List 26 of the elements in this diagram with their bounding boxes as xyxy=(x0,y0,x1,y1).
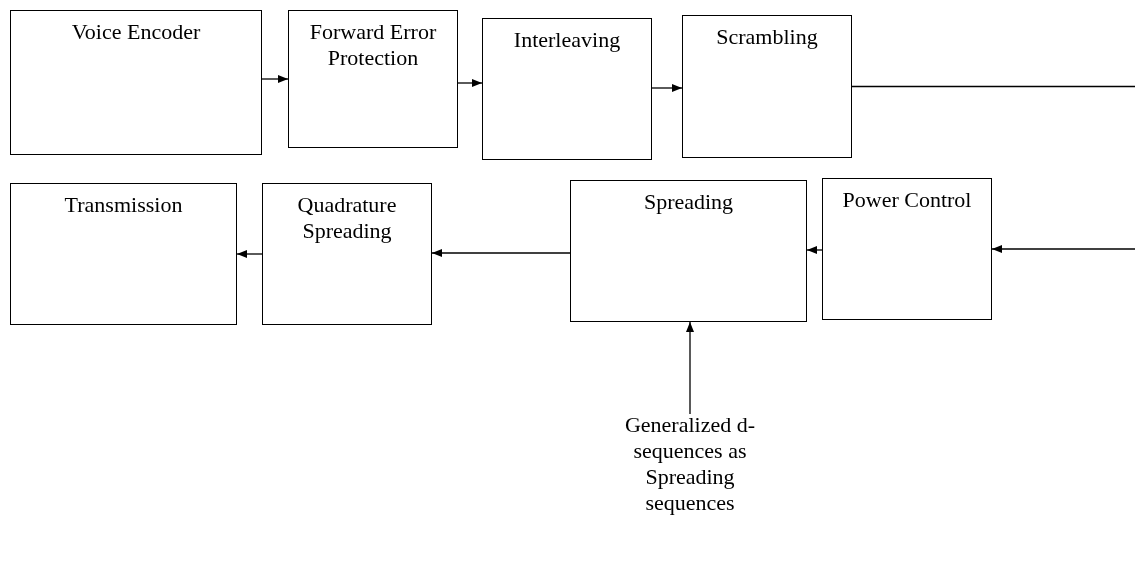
arrow xyxy=(261,75,289,83)
arrow xyxy=(806,246,823,254)
process-box xyxy=(570,180,807,322)
process-box xyxy=(10,183,237,325)
box-label: Interleaving xyxy=(513,27,621,53)
box-label: Quadrature Spreading xyxy=(296,192,398,244)
arrow xyxy=(236,250,263,258)
arrow xyxy=(991,245,1135,253)
box-label: Voice Encoder xyxy=(71,19,201,45)
arrow xyxy=(457,79,483,87)
connector-line xyxy=(851,85,1135,88)
process-box xyxy=(682,15,852,158)
box-label: Spreading xyxy=(643,189,734,215)
arrow xyxy=(651,84,683,92)
process-box xyxy=(482,18,652,160)
process-box xyxy=(288,10,458,148)
arrow xyxy=(431,249,571,257)
box-label: Transmission xyxy=(64,192,183,218)
box-label: Power Control xyxy=(842,187,972,213)
box-label: Scrambling xyxy=(716,24,818,50)
arrow xyxy=(686,321,694,415)
process-box xyxy=(822,178,992,320)
process-box xyxy=(10,10,262,155)
box-label: Generalized d-sequences as Spreading sequences xyxy=(623,412,757,516)
process-box xyxy=(262,183,432,325)
box-label: Forward Error Protection xyxy=(308,19,438,71)
